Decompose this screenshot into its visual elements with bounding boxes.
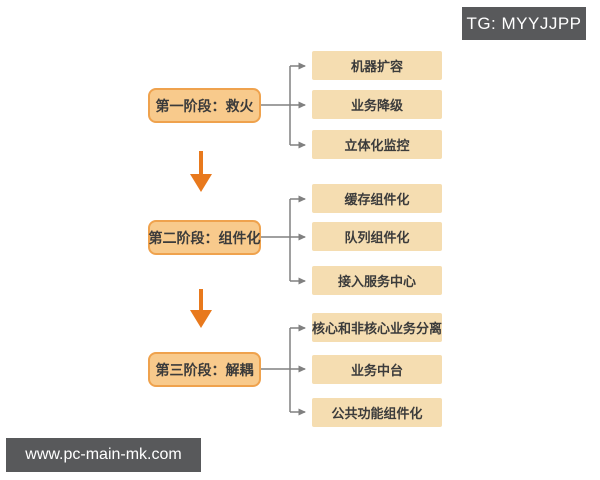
item-box: 接入服务中心 [312,266,442,295]
down-arrow-1 [190,151,212,192]
item-box: 业务中台 [312,355,442,384]
stage2-connectors [261,195,306,285]
item-box: 核心和非核心业务分离 [312,313,442,342]
item-box: 公共功能组件化 [312,398,442,427]
item-box: 缓存组件化 [312,184,442,213]
item-box: 立体化监控 [312,130,442,159]
stage1-connectors [261,62,306,149]
stage-box-3: 第三阶段：解耦 [148,352,261,387]
stage-box-1: 第一阶段：救火 [148,88,261,123]
item-box: 队列组件化 [312,222,442,251]
item-box: 业务降级 [312,90,442,119]
item-box: 机器扩容 [312,51,442,80]
tg-badge: TG: MYYJJPP [462,7,586,40]
stage3-connectors [261,324,306,416]
site-url-watermark: www.pc-main-mk.com [6,438,201,472]
stage-box-2: 第二阶段：组件化 [148,220,261,255]
down-arrow-2 [190,289,212,328]
